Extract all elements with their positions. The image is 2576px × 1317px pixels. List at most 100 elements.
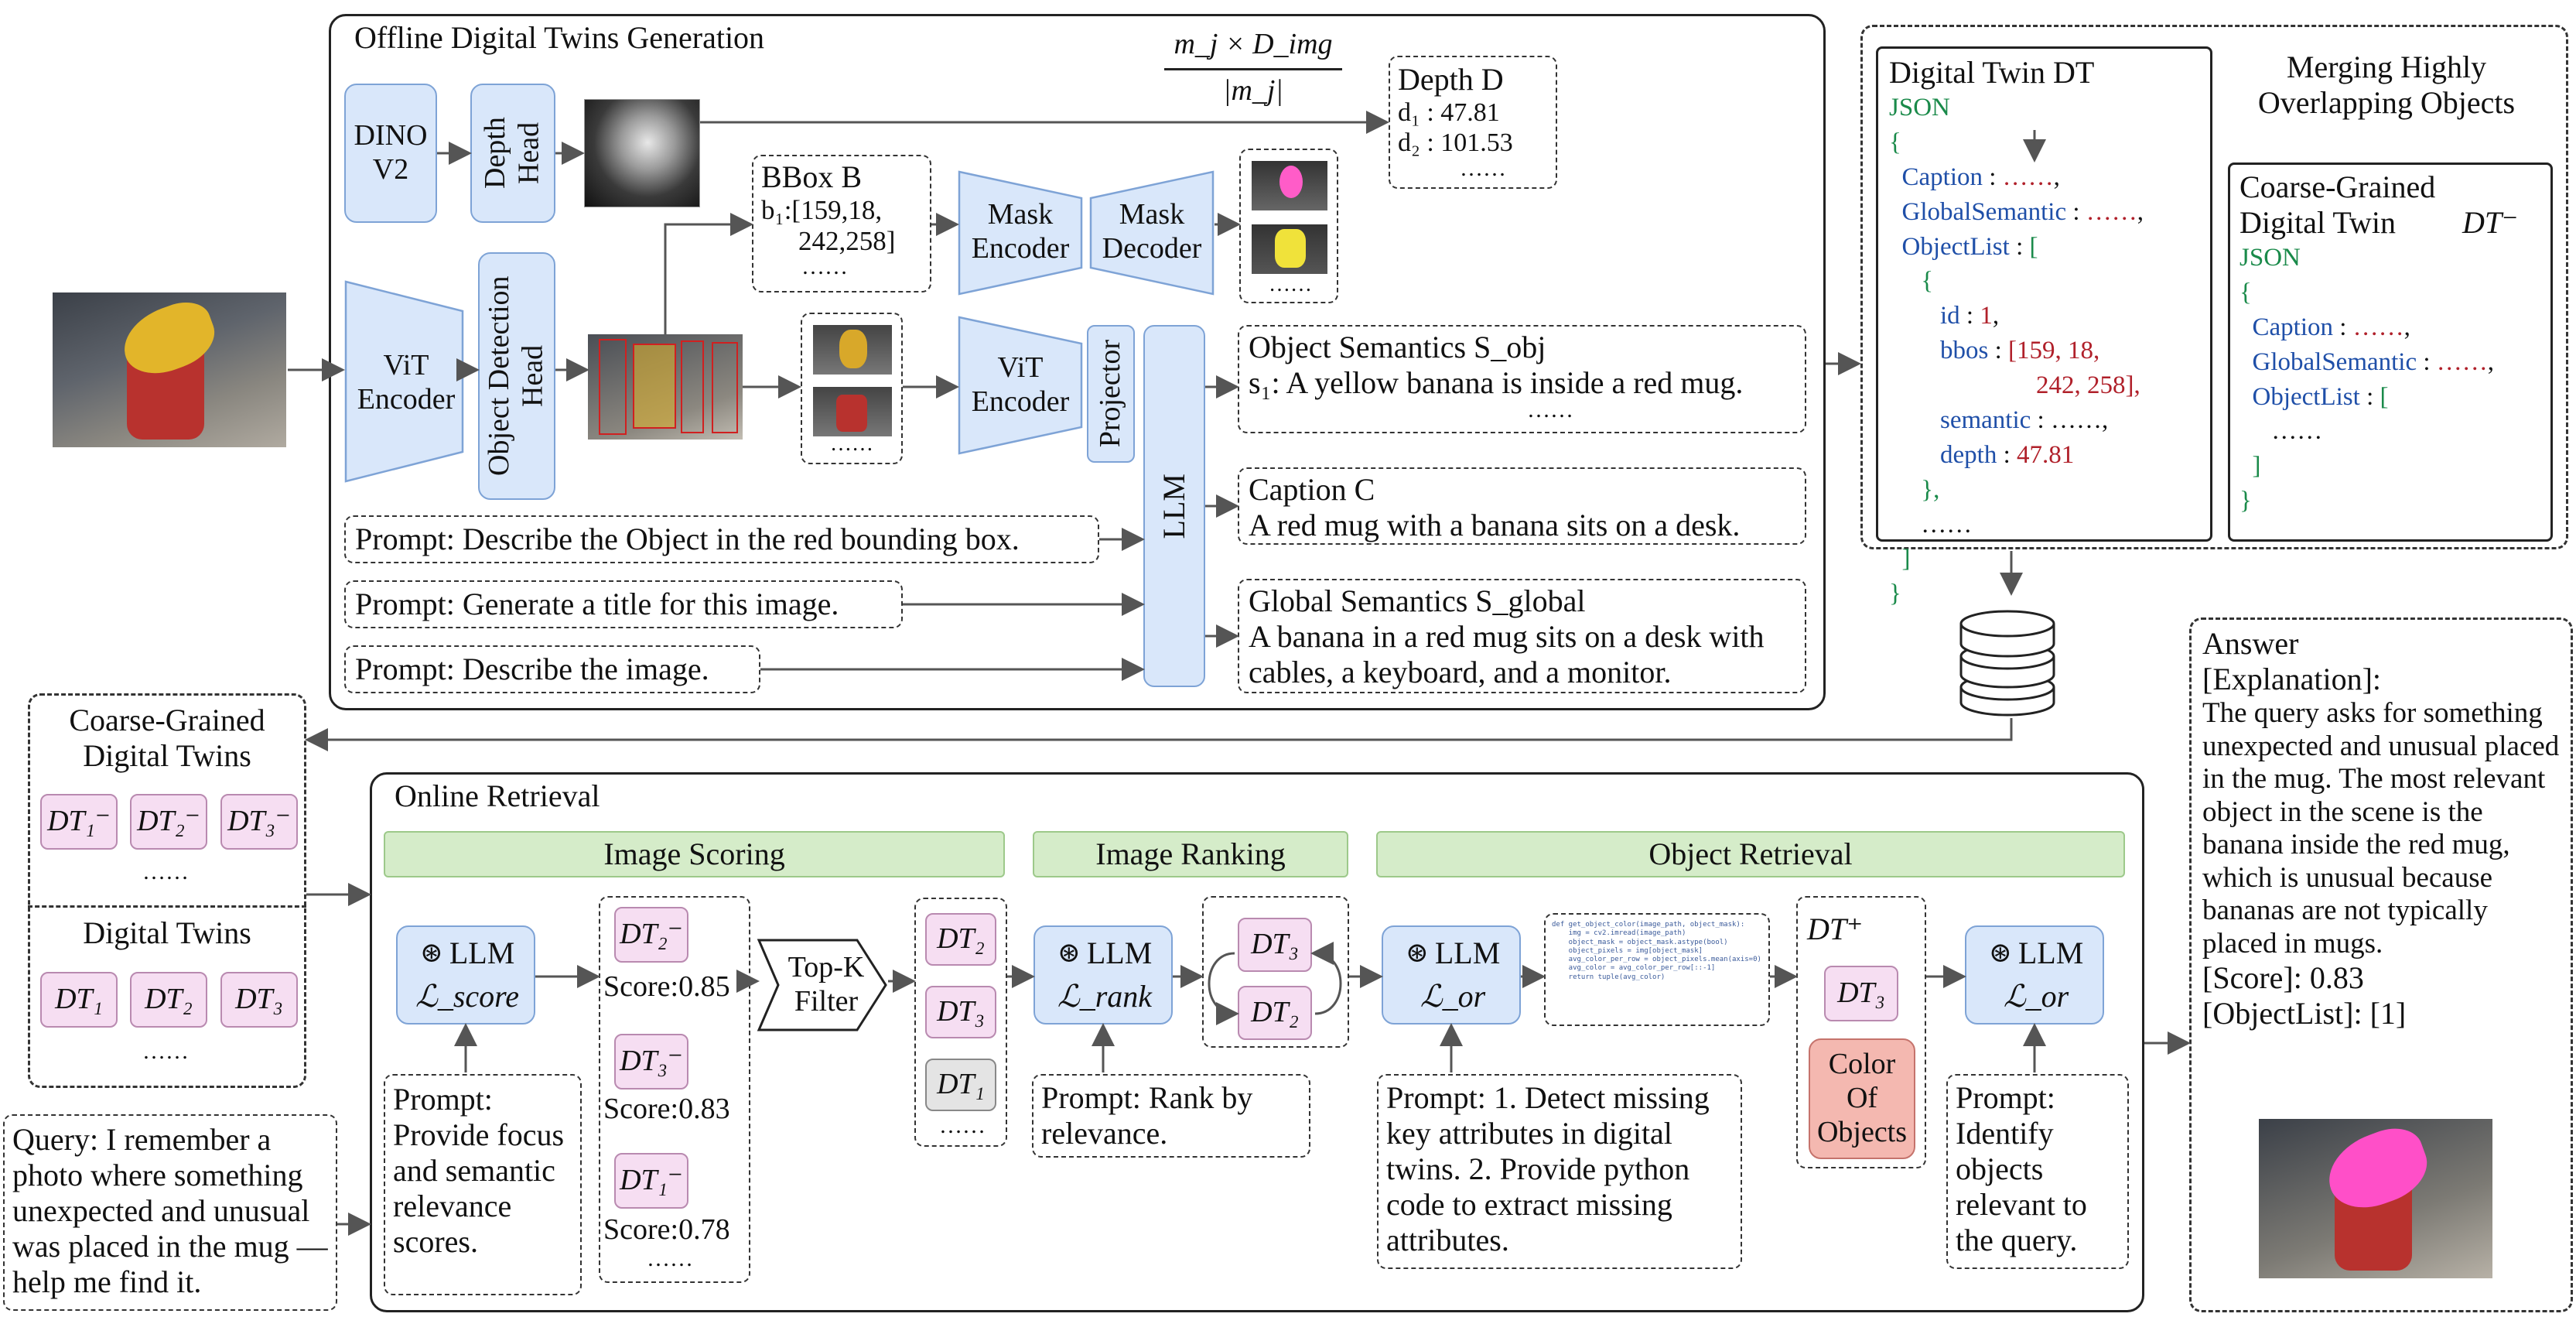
llm-score-label-row: ⊛ LLM bbox=[398, 933, 537, 973]
digital-twin-title: Digital Twin DT bbox=[1889, 55, 2095, 90]
coarse-twin-title: Coarse-Grained Digital Twin bbox=[2239, 169, 2436, 240]
dt-plus-box bbox=[1796, 896, 1926, 1168]
mask-encoder-label: Mask Encoder bbox=[971, 198, 1070, 265]
llm-label: LLM bbox=[1156, 473, 1191, 539]
coarse-json-label: JSON bbox=[2239, 244, 2301, 272]
mask-encoder-shape bbox=[958, 170, 1083, 296]
bbox-value: b₁:[159,18, bbox=[761, 195, 883, 225]
stage-object-retrieval: Object Retrieval bbox=[1376, 831, 2125, 877]
score-dt-1: DT₂⁻ bbox=[614, 907, 688, 963]
llm-or-label-2: LLM bbox=[2017, 936, 2084, 970]
input-photo bbox=[53, 292, 286, 447]
bbox-2 bbox=[633, 344, 676, 429]
vit-encoder2-shape bbox=[958, 316, 1083, 455]
score-dt-2: DT₃⁻ bbox=[614, 1034, 688, 1090]
answer-photo bbox=[2259, 1119, 2492, 1278]
coarse-objectlist-line: ObjectList : [ bbox=[2252, 382, 2389, 411]
digital-twins-title: Digital Twins bbox=[83, 915, 251, 950]
depth-title: Depth D bbox=[1398, 62, 1504, 97]
score-more: …… bbox=[647, 1246, 693, 1271]
formula-bar bbox=[1164, 68, 1342, 70]
filtered-dt-3: DT₁ bbox=[925, 1059, 996, 1111]
llm-score-label: LLM bbox=[449, 936, 515, 970]
depth-head-block: Depth Head bbox=[470, 84, 555, 223]
answer-objectlist: [ObjectList]: [1] bbox=[2202, 996, 2407, 1031]
bbox-values-box: BBox B b₁:[159,18, 242,258] …… bbox=[752, 155, 931, 292]
json-open: { bbox=[1889, 128, 1901, 156]
stage-image-scoring: Image Scoring bbox=[384, 831, 1005, 877]
database-icon bbox=[1959, 610, 2055, 717]
coarse-global-line: GlobalSemantic : ……, bbox=[2252, 347, 2495, 376]
mask-crops-more: …… bbox=[1269, 272, 1312, 296]
coarse-twins-more: …… bbox=[142, 859, 189, 884]
topk-filter-label: Top-K Filter bbox=[787, 951, 865, 1018]
object-semantics-value: s₁: A yellow banana is inside a red mug. bbox=[1249, 365, 1744, 400]
coarse-twins-title: Coarse-Grained Digital Twins bbox=[69, 703, 265, 773]
json-objectlist-line: ObjectList : [ bbox=[1901, 232, 2038, 261]
mask-decoder-label: Mask Decoder bbox=[1102, 198, 1202, 265]
merging-label: Merging Highly Overlapping Objects bbox=[2257, 50, 2516, 120]
mask-crop-2 bbox=[1252, 224, 1327, 274]
answer-box: Answer [Explanation]: The query asks for… bbox=[2189, 617, 2573, 1312]
dt-plus-label: DT⁺ bbox=[1807, 912, 1864, 946]
color-of-objects-block: Color Of Objects bbox=[1809, 1038, 1915, 1159]
bbox-4 bbox=[712, 342, 738, 433]
vit-encoder2-label: ViT Encoder bbox=[971, 351, 1070, 418]
online-section bbox=[370, 772, 2144, 1312]
depth-map-image bbox=[584, 99, 700, 207]
coarse-caption-line: Caption : ……, bbox=[2252, 313, 2410, 341]
llm-or-block-1: ⊛ LLM ℒ_or bbox=[1382, 925, 1521, 1025]
llm-rank-label-row: ⊛ LLM bbox=[1035, 933, 1174, 973]
bbox-3 bbox=[681, 340, 704, 433]
llm-or-label-1: LLM bbox=[1434, 936, 1501, 970]
query-box: Query: I remember a photo where somethin… bbox=[3, 1114, 337, 1311]
prompt-identify: Prompt: Identify objects relevant to the… bbox=[1946, 1074, 2129, 1269]
answer-explanation: The query asks for something unexpected … bbox=[2202, 697, 2560, 960]
mask-crops-box: …… bbox=[1239, 149, 1338, 303]
object-semantics-more: …… bbox=[1527, 397, 1573, 422]
dino-v2-block: DINO V2 bbox=[344, 84, 437, 223]
coarse-twin-box: Coarse-Grained Digital Twin DT⁻ JSON { C… bbox=[2228, 162, 2553, 542]
mask-decoder-shape bbox=[1089, 170, 1215, 296]
global-semantics-box: Global Semantics S_global A banana in a … bbox=[1238, 579, 1806, 693]
prompt-score: Prompt: Provide focus and semantic relev… bbox=[384, 1074, 582, 1295]
json-close: } bbox=[1889, 580, 1901, 608]
json-caption-line: Caption : ……, bbox=[1901, 162, 2060, 191]
object-semantics-title: Object Semantics S_obj bbox=[1249, 330, 1546, 364]
digital-twin-region bbox=[1860, 25, 2568, 549]
store-divider bbox=[28, 905, 306, 908]
openai-icon: ⊛ bbox=[1988, 937, 2012, 969]
json-depth-line: depth : 47.81 bbox=[1940, 440, 2075, 469]
coarse-twin-symbol: DT⁻ bbox=[2462, 205, 2519, 240]
object-crops-box: …… bbox=[801, 313, 903, 464]
score-list-box bbox=[599, 896, 750, 1283]
topk-filter-shape bbox=[757, 939, 887, 1031]
ranked-dt-1: DT₃ bbox=[1238, 918, 1312, 972]
object-semantics-box: Object Semantics S_obj s₁: A yellow bana… bbox=[1238, 325, 1806, 433]
filtered-list-box bbox=[914, 898, 1007, 1147]
score-value-3: Score:0.78 bbox=[603, 1213, 730, 1246]
coarse-json-close: } bbox=[2239, 487, 2252, 515]
llm-rank-label: LLM bbox=[1086, 936, 1153, 970]
prompt-describe-image: Prompt: Describe the image. bbox=[344, 645, 760, 693]
caption-value: A red mug with a banana sits on a desk. bbox=[1249, 508, 1741, 542]
prompt-describe-object: Prompt: Describe the Object in the red b… bbox=[344, 515, 1099, 563]
json-id-line: id : 1, bbox=[1940, 302, 2000, 330]
filtered-more: …… bbox=[939, 1113, 986, 1138]
answer-title: Answer bbox=[2202, 626, 2299, 661]
detection-image bbox=[588, 334, 743, 440]
json-global-line: GlobalSemantic : ……, bbox=[1901, 197, 2144, 226]
coarse-twin-item-2: DT₂⁻ bbox=[130, 794, 207, 850]
llm-or-label-row-2: ⊛ LLM bbox=[1966, 933, 2106, 973]
vit-encoder-shape bbox=[344, 280, 464, 483]
json-obj-open: { bbox=[1889, 267, 1934, 296]
vit-encoder-label: ViT Encoder bbox=[357, 349, 456, 416]
loss-score-label: ℒ_score bbox=[415, 979, 519, 1014]
openai-icon: ⊛ bbox=[419, 937, 443, 969]
json-list-close: ] bbox=[1889, 545, 1911, 573]
json-semantic-line: semantic : ……, bbox=[1940, 405, 2109, 434]
openai-icon: ⊛ bbox=[1057, 937, 1081, 969]
json-label: JSON bbox=[1889, 94, 1950, 121]
score-dt-3: DT₁⁻ bbox=[614, 1153, 688, 1209]
prompt-generate-title: Prompt: Generate a title for this image. bbox=[344, 580, 903, 628]
